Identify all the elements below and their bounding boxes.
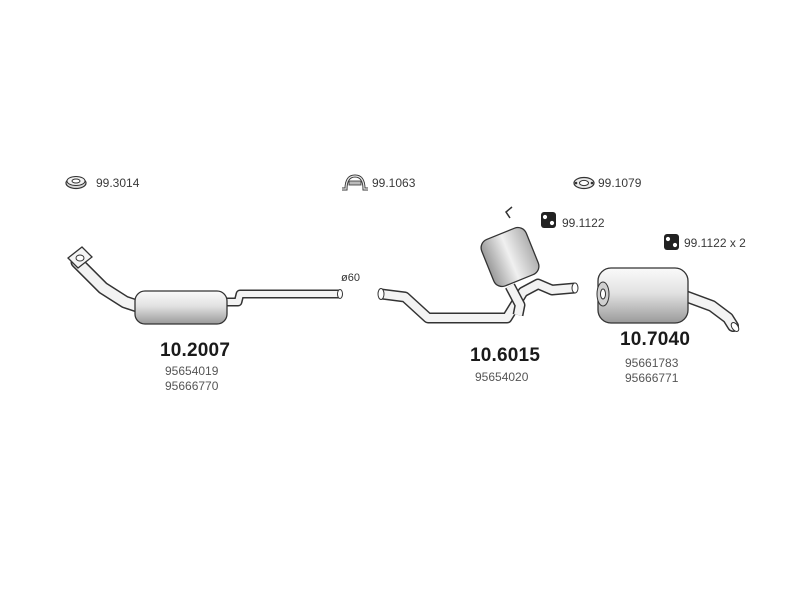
rubber-hanger-icon (664, 234, 679, 250)
accessory-code: 99.3014 (96, 176, 140, 190)
part-number: 10.7040 (620, 329, 691, 350)
flange-gasket-icon (573, 176, 595, 190)
part-number: 10.2007 (160, 340, 231, 361)
oem-reference: 95654019 (165, 364, 219, 378)
accessory-code: 99.1122 x 2 (684, 236, 746, 250)
oem-reference: 95666770 (165, 379, 219, 393)
pipe-diameter-label: ø60 (341, 272, 360, 284)
oem-reference-list: 95654020 (475, 370, 528, 385)
pipe-clamp-icon (342, 174, 368, 191)
oem-reference-list: 95654019 95666770 (165, 364, 218, 394)
rubber-hanger-icon (541, 212, 556, 228)
intermediate-pipe-with-silencer (377, 206, 579, 324)
part-number: 10.6015 (470, 345, 541, 366)
oem-reference: 95661783 (625, 356, 679, 370)
accessory-code: 99.1079 (598, 176, 642, 190)
accessory-code: 99.1122 (562, 216, 605, 230)
accessory-code: 99.1063 (372, 176, 416, 190)
rear-silencer (596, 267, 740, 332)
oem-reference-list: 95661783 95666771 (625, 356, 678, 386)
front-pipe-with-silencer (67, 246, 343, 325)
sealing-ring-icon (65, 176, 87, 190)
oem-reference: 95654020 (475, 370, 529, 384)
oem-reference: 95666771 (625, 371, 679, 385)
